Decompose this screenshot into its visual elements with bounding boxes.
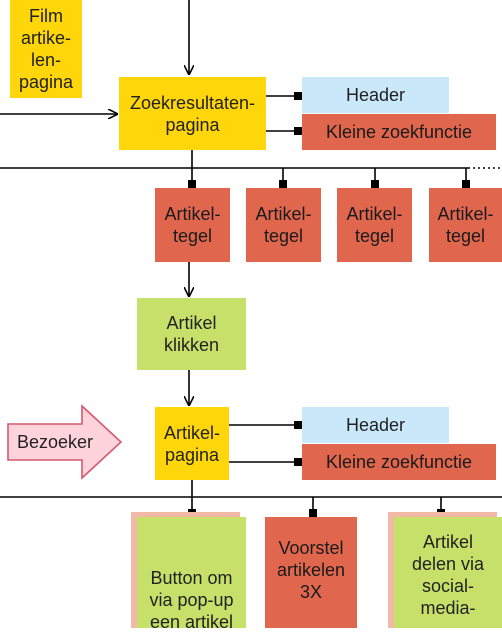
connector-dot [371,180,379,188]
connector-dot [294,421,302,429]
visitor-label: Bezoeker [16,432,94,452]
article-tile-2[interactable]: Artikel- tegel [246,188,321,262]
connector-dot [309,509,317,517]
connector-dot [294,458,302,466]
header-box-2[interactable]: Header [302,407,449,443]
connector-dot [188,180,196,188]
popup-button-action[interactable]: Button om via pop-up een artikel [137,517,246,632]
small-search-box-1[interactable]: Kleine zoekfunctie [302,114,496,150]
click-article-action[interactable]: Artikel klikken [137,298,246,370]
article-page[interactable]: Artikel- pagina [155,407,229,480]
film-articles-page[interactable]: Film artike- len- pagina [10,0,82,98]
connector-dot [462,180,470,188]
connector-dot [294,127,302,135]
visitor-arrow-shape [7,404,123,480]
article-tile-4[interactable]: Artikel- tegel [429,188,502,262]
header-box-1[interactable]: Header [302,77,449,113]
article-tile-3[interactable]: Artikel- tegel [337,188,412,262]
connector-dot [279,180,287,188]
share-article-action[interactable]: Artikel delen via social- media- [394,517,502,628]
search-results-page[interactable]: Zoekresultaten- pagina [119,77,266,150]
connector-dot [294,92,302,100]
suggest-articles-box[interactable]: Voorstel artikelen 3X [265,517,357,628]
article-tile-1[interactable]: Artikel- tegel [155,188,230,262]
small-search-box-2[interactable]: Kleine zoekfunctie [302,444,496,480]
